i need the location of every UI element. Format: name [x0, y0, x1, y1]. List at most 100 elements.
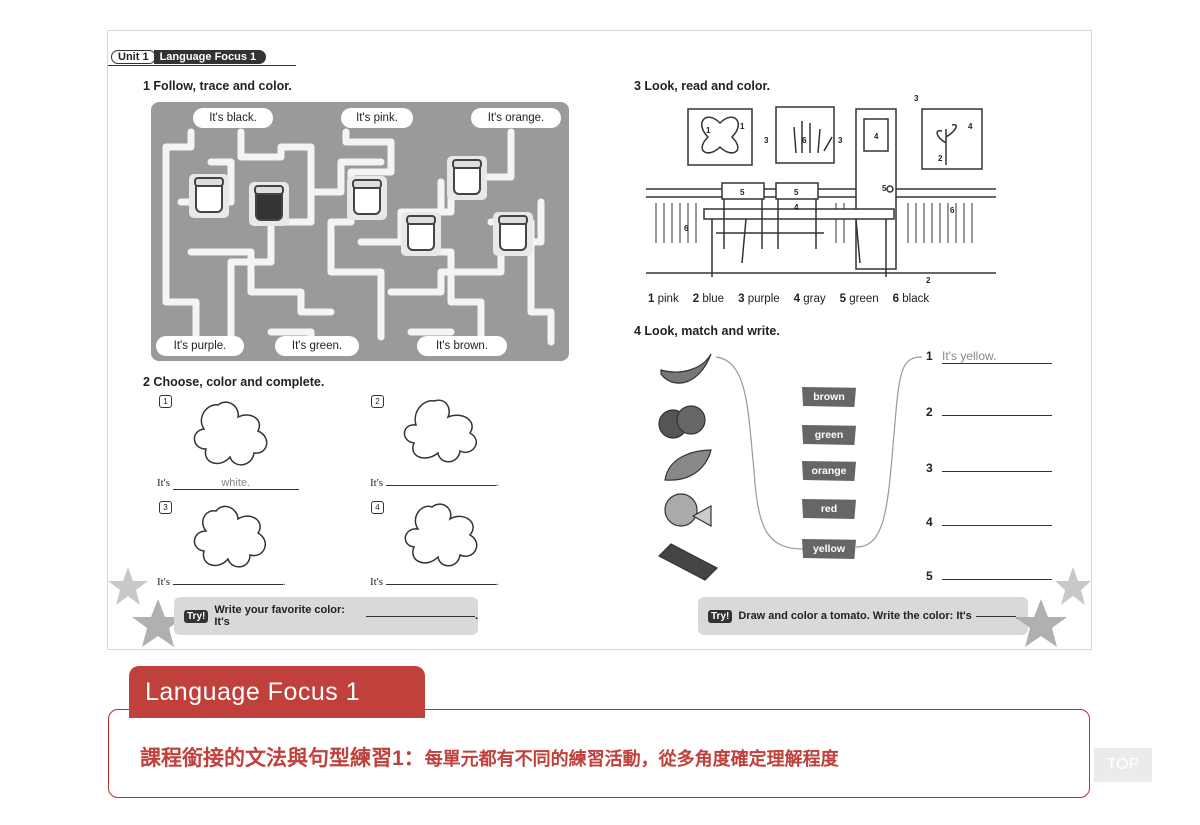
unit-header: Unit 1 Language Focus 1 — [111, 49, 267, 65]
exercise-2-title: 2 Choose, color and complete. — [143, 375, 325, 389]
scene-num-7: 5 — [882, 184, 887, 193]
page-number-right: 9 — [1070, 627, 1076, 637]
banana-icon — [660, 353, 712, 384]
try-end-left: . — [474, 610, 478, 622]
paint-can-6 — [493, 212, 533, 256]
unit-underline — [108, 65, 296, 66]
try-bar-left: Try! Write your favorite color: It's . — [174, 597, 478, 635]
ex4-answer-row-4: 4 — [926, 515, 1053, 529]
caption-heading: 課程銜接的文法與句型練習1： — [140, 747, 425, 770]
star-decoration-right — [1015, 567, 1091, 647]
scene-num-2: 1 — [740, 122, 745, 131]
color-key-2: 2 blue — [692, 293, 725, 305]
textbook-spread: Unit 1 Language Focus 1 1 Follow, trace … — [107, 30, 1092, 650]
back-to-top-button[interactable]: TOP — [1094, 748, 1152, 782]
scene-num-6: 4 — [874, 132, 879, 141]
maze-label-black: It's black. — [193, 108, 273, 128]
ex4-answer-4[interactable] — [942, 525, 1053, 526]
ex2-prefix-2: It's — [370, 477, 383, 489]
color-key-4: 4 gray — [793, 293, 826, 305]
ex4-answer-row-2: 2 — [926, 405, 1053, 419]
ex2-answer-2[interactable] — [385, 485, 496, 486]
maze-label-green: It's green. — [275, 336, 359, 356]
scene-num-9: 4 — [968, 122, 973, 131]
ex4-answer-5[interactable] — [942, 579, 1053, 580]
maze-label-pink: It's pink. — [341, 108, 413, 128]
star-decoration-left — [108, 567, 184, 647]
paint-can-3 — [347, 176, 387, 220]
word-yellow: yellow — [802, 539, 856, 559]
ex4-answer-2[interactable] — [942, 415, 1053, 416]
ex2-prefix-1: It's — [157, 477, 170, 489]
leaf-icon — [664, 449, 712, 481]
caption-box — [108, 709, 1090, 798]
try-answer-left[interactable] — [366, 615, 475, 617]
ex2-item-2: It's . — [370, 477, 499, 489]
paint-splat-2 — [403, 399, 477, 463]
exercise-3-title: 3 Look, read and color. — [634, 79, 771, 93]
paint-splat-3 — [193, 505, 267, 568]
ex2-num-1: 1 — [159, 395, 172, 408]
paint-splat-1 — [193, 401, 268, 466]
page-number-left: 8 — [114, 627, 120, 637]
scene-num-5: 3 — [838, 136, 843, 145]
caption-tab: Language Focus 1 — [129, 666, 425, 718]
scene-num-15: 6 — [950, 206, 955, 215]
exercise-1-title: 1 Follow, trace and color. — [143, 79, 292, 93]
scene-num-10: 2 — [938, 154, 943, 163]
color-key-5: 5 green — [839, 293, 879, 305]
color-key: 1 pink 2 blue 3 purple 4 gray 5 green 6 … — [648, 293, 929, 305]
ex4-answer-row-3: 3 — [926, 461, 1053, 475]
chocolate-icon — [657, 543, 719, 581]
paint-can-1 — [189, 174, 229, 218]
word-orange: orange — [802, 461, 856, 481]
scene-num-13: 4 — [794, 203, 799, 212]
scene-num-1: 1 — [706, 126, 711, 135]
ex2-prefix-3: It's — [157, 576, 170, 588]
paint-can-2 — [249, 182, 289, 226]
room-scene: 1 1 3 6 3 4 5 3 4 2 5 5 4 6 6 2 — [646, 94, 996, 283]
ex4-answer-3[interactable] — [942, 471, 1053, 472]
matching-lines — [715, 356, 923, 550]
try-bar-right: Try! Draw and color a tomato. Write the … — [698, 597, 1028, 635]
try-text-right: Draw and color a tomato. Write the color… — [738, 610, 972, 622]
paint-can-5 — [401, 212, 441, 256]
scene-num-11: 5 — [740, 188, 745, 197]
exercise-4-title: 4 Look, match and write. — [634, 324, 780, 338]
caption-tab-label: Language Focus 1 — [145, 678, 361, 706]
ex4-answer-1[interactable]: It's yellow. — [942, 349, 1053, 364]
try-badge-left: Try! — [184, 609, 209, 623]
try-end-right: . — [1015, 610, 1019, 622]
try-answer-right[interactable] — [975, 615, 1016, 617]
word-green: green — [802, 425, 856, 445]
ex2-num-2: 2 — [371, 395, 384, 408]
maze-label-brown: It's brown. — [417, 336, 507, 356]
ex4-answer-row-1: 1 It's yellow. — [926, 349, 1053, 364]
try-text-left: Write your favorite color: It's — [214, 604, 345, 628]
ex4-answer-row-5: 5 — [926, 569, 1053, 583]
maze-panel: It's black. It's pink. It's orange. It's… — [151, 102, 569, 361]
word-red: red — [802, 499, 856, 519]
scene-num-8: 3 — [914, 94, 919, 103]
ex2-prefix-4: It's — [370, 576, 383, 588]
color-key-3: 3 purple — [738, 293, 780, 305]
scene-num-3: 3 — [764, 136, 769, 145]
orange-icon — [664, 493, 698, 527]
paint-can-4 — [447, 156, 487, 200]
paint-splat-4 — [404, 503, 478, 567]
try-badge-right: Try! — [708, 609, 733, 623]
color-key-6: 6 black — [892, 293, 930, 305]
fruit-pictures — [657, 353, 719, 581]
ex2-item-3: It's . — [157, 576, 286, 588]
ex2-num-3: 3 — [159, 501, 172, 514]
ex2-item-4: It's . — [370, 576, 499, 588]
maze-label-purple: It's purple. — [156, 336, 244, 356]
scene-num-12: 5 — [794, 188, 799, 197]
caption-text: 課程銜接的文法與句型練習1：每單元都有不同的練習活動，從多角度確定理解程度 — [140, 742, 839, 772]
scene-num-14: 6 — [684, 224, 689, 233]
ex2-num-4: 4 — [371, 501, 384, 514]
caption-subtext: 每單元都有不同的練習活動，從多角度確定理解程度 — [424, 749, 839, 769]
ex2-answer-1[interactable]: white. — [172, 477, 299, 490]
ex2-answer-4[interactable] — [385, 584, 496, 585]
ex2-answer-3[interactable] — [172, 584, 283, 585]
